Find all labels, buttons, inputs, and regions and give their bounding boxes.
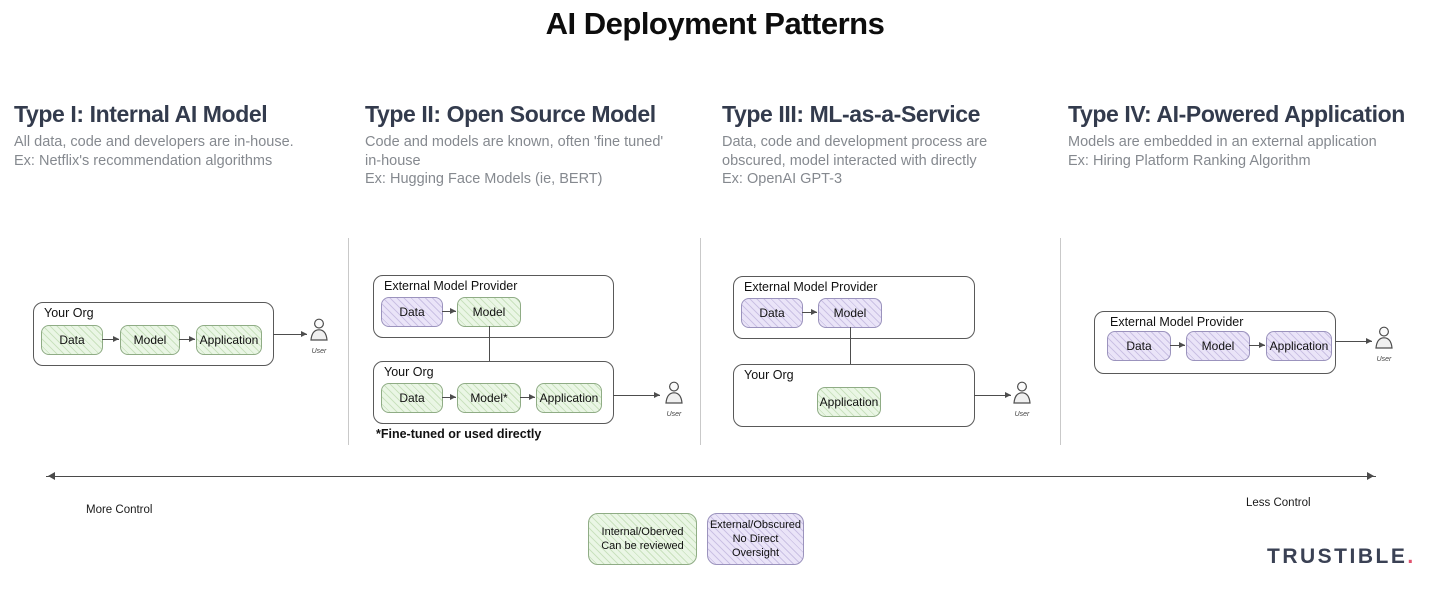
type4-provider-label: External Model Provider: [1110, 315, 1244, 329]
type4-arrow-to-user: [1335, 337, 1372, 344]
type3-description: Data, code and development process are o…: [722, 134, 988, 188]
user-icon: [665, 381, 683, 404]
type1-model-node: Model: [120, 325, 180, 355]
type4-application-node: Application: [1266, 331, 1332, 361]
trustible-logo-text: TRUSTIBLE: [1267, 545, 1408, 568]
type2-arrow-provider-data-model: [442, 307, 456, 314]
trustible-logo-mark: .: [1407, 545, 1414, 568]
type4-arrow-model-application: [1249, 341, 1265, 348]
type4-data-node: Data: [1107, 331, 1171, 361]
page-title: AI Deployment Patterns: [545, 6, 885, 41]
legend-external-obscured: External/Obscured No Direct Oversight: [707, 513, 804, 565]
type2-arrow-org-data-model: [442, 393, 456, 400]
divider-3: [1060, 238, 1061, 445]
type1-user: User: [306, 318, 332, 355]
user-icon: [310, 318, 328, 341]
type2-heading: Type II: Open Source Model: [365, 101, 656, 127]
control-axis-arrow: [46, 472, 1376, 480]
user-icon: [1013, 381, 1031, 404]
type1-application-node: Application: [196, 325, 262, 355]
type1-your-org-label: Your Org: [44, 306, 94, 320]
axis-less-control-label: Less Control: [1246, 497, 1311, 509]
type2-your-org-label: Your Org: [384, 365, 434, 379]
user-icon: [1375, 326, 1393, 349]
type2-provider-label: External Model Provider: [384, 279, 518, 293]
type2-arrow-org-model-application: [520, 393, 535, 400]
type2-arrow-to-user: [613, 391, 660, 398]
type3-arrow-to-user: [974, 391, 1011, 398]
type2-description: Code and models are known, often 'fine t…: [365, 134, 664, 188]
user-label: User: [666, 411, 682, 418]
type1-heading: Type I: Internal AI Model: [14, 101, 268, 127]
column-type3: Type III: ML-as-a-Service Data, code and…: [722, 101, 1042, 189]
column-type4: Type IV: AI-Powered Application Models a…: [1068, 101, 1418, 170]
type2-provider-model-node: Model: [457, 297, 521, 327]
type3-application-node: Application: [817, 387, 881, 417]
trustible-logo: TRUSTIBLE.: [1267, 545, 1413, 569]
type2-user: User: [661, 381, 687, 418]
type2-provider-data-node: Data: [381, 297, 443, 327]
type3-provider-model-node: Model: [818, 298, 882, 328]
column-type1: Type I: Internal AI Model All data, code…: [14, 101, 344, 170]
type3-heading: Type III: ML-as-a-Service: [722, 101, 980, 127]
type4-user: User: [1371, 326, 1397, 363]
type3-provider-label: External Model Provider: [744, 280, 878, 294]
type3-user: User: [1009, 381, 1035, 418]
user-label: User: [311, 348, 327, 355]
type2-org-model-node: Model*: [457, 383, 521, 413]
type1-description: All data, code and developers are in-hou…: [14, 134, 294, 169]
type4-heading: Type IV: AI-Powered Application: [1068, 101, 1405, 127]
type2-footnote: *Fine-tuned or used directly: [376, 427, 542, 441]
type2-org-data-node: Data: [381, 383, 443, 413]
divider-1: [348, 238, 349, 445]
type2-org-application-node: Application: [536, 383, 602, 413]
type1-arrow-model-application: [179, 335, 195, 342]
type1-data-node: Data: [41, 325, 103, 355]
user-label: User: [1014, 411, 1030, 418]
type3-provider-data-node: Data: [741, 298, 803, 328]
user-label: User: [1376, 356, 1392, 363]
type3-arrow-provider-data-model: [802, 308, 817, 315]
type4-description: Models are embedded in an external appli…: [1068, 134, 1377, 169]
type1-arrow-to-user: [273, 330, 307, 337]
column-type2: Type II: Open Source Model Code and mode…: [365, 101, 685, 189]
type1-arrow-data-model: [102, 335, 119, 342]
type3-your-org-label: Your Org: [744, 368, 794, 382]
axis-more-control-label: More Control: [86, 504, 153, 516]
legend-internal-observed: Internal/Oberved Can be reviewed: [588, 513, 697, 565]
type4-arrow-data-model: [1170, 341, 1185, 348]
type4-model-node: Model: [1186, 331, 1250, 361]
divider-2: [700, 238, 701, 445]
